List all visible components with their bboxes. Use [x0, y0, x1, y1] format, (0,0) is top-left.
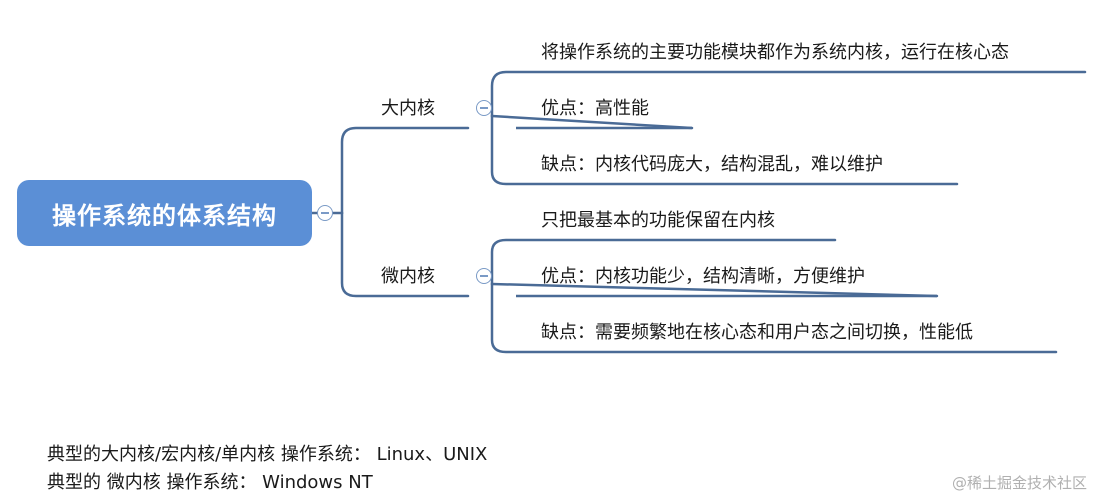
branch-1-item-2: 优点：高性能 — [541, 98, 649, 119]
branch-1-item-1: 将操作系统的主要功能模块都作为系统内核，运行在核心态 — [541, 42, 1009, 63]
connector-b1-1 — [490, 70, 1087, 118]
note-big-kernel-examples: 典型的大内核/宏内核/单内核 操作系统： Linux、UNIX — [47, 444, 488, 465]
connector-b2-3 — [490, 282, 1058, 354]
watermark: @稀土掘金技术社区 — [951, 474, 1087, 492]
connector-branch-2 — [340, 211, 470, 298]
branch-2-item-1: 只把最基本的功能保留在内核 — [541, 210, 775, 231]
branch-label-micro-kernel: 微内核 — [381, 266, 435, 287]
root-node[interactable]: 操作系统的体系结构 — [17, 180, 312, 246]
branch-2-item-3: 缺点：需要频繁地在核心态和用户态之间切换，性能低 — [541, 322, 973, 343]
connector-b2-2 — [490, 282, 939, 298]
branch-2-collapse-icon[interactable] — [476, 268, 492, 284]
root-label: 操作系统的体系结构 — [52, 201, 277, 230]
branch-1-item-3: 缺点：内核代码庞大，结构混乱，难以维护 — [541, 154, 883, 175]
connector-b1-3 — [490, 114, 959, 186]
root-collapse-icon[interactable] — [317, 205, 333, 221]
connector-b2-1 — [490, 238, 837, 286]
branch-1-collapse-icon[interactable] — [476, 100, 492, 116]
branch-2-item-2: 优点：内核功能少，结构清晰，方便维护 — [541, 266, 865, 287]
connector-b1-2 — [490, 114, 694, 130]
note-micro-kernel-examples: 典型的 微内核 操作系统： Windows NT — [47, 472, 373, 493]
connector-branch-1 — [340, 126, 470, 215]
branch-label-big-kernel: 大内核 — [381, 98, 435, 119]
